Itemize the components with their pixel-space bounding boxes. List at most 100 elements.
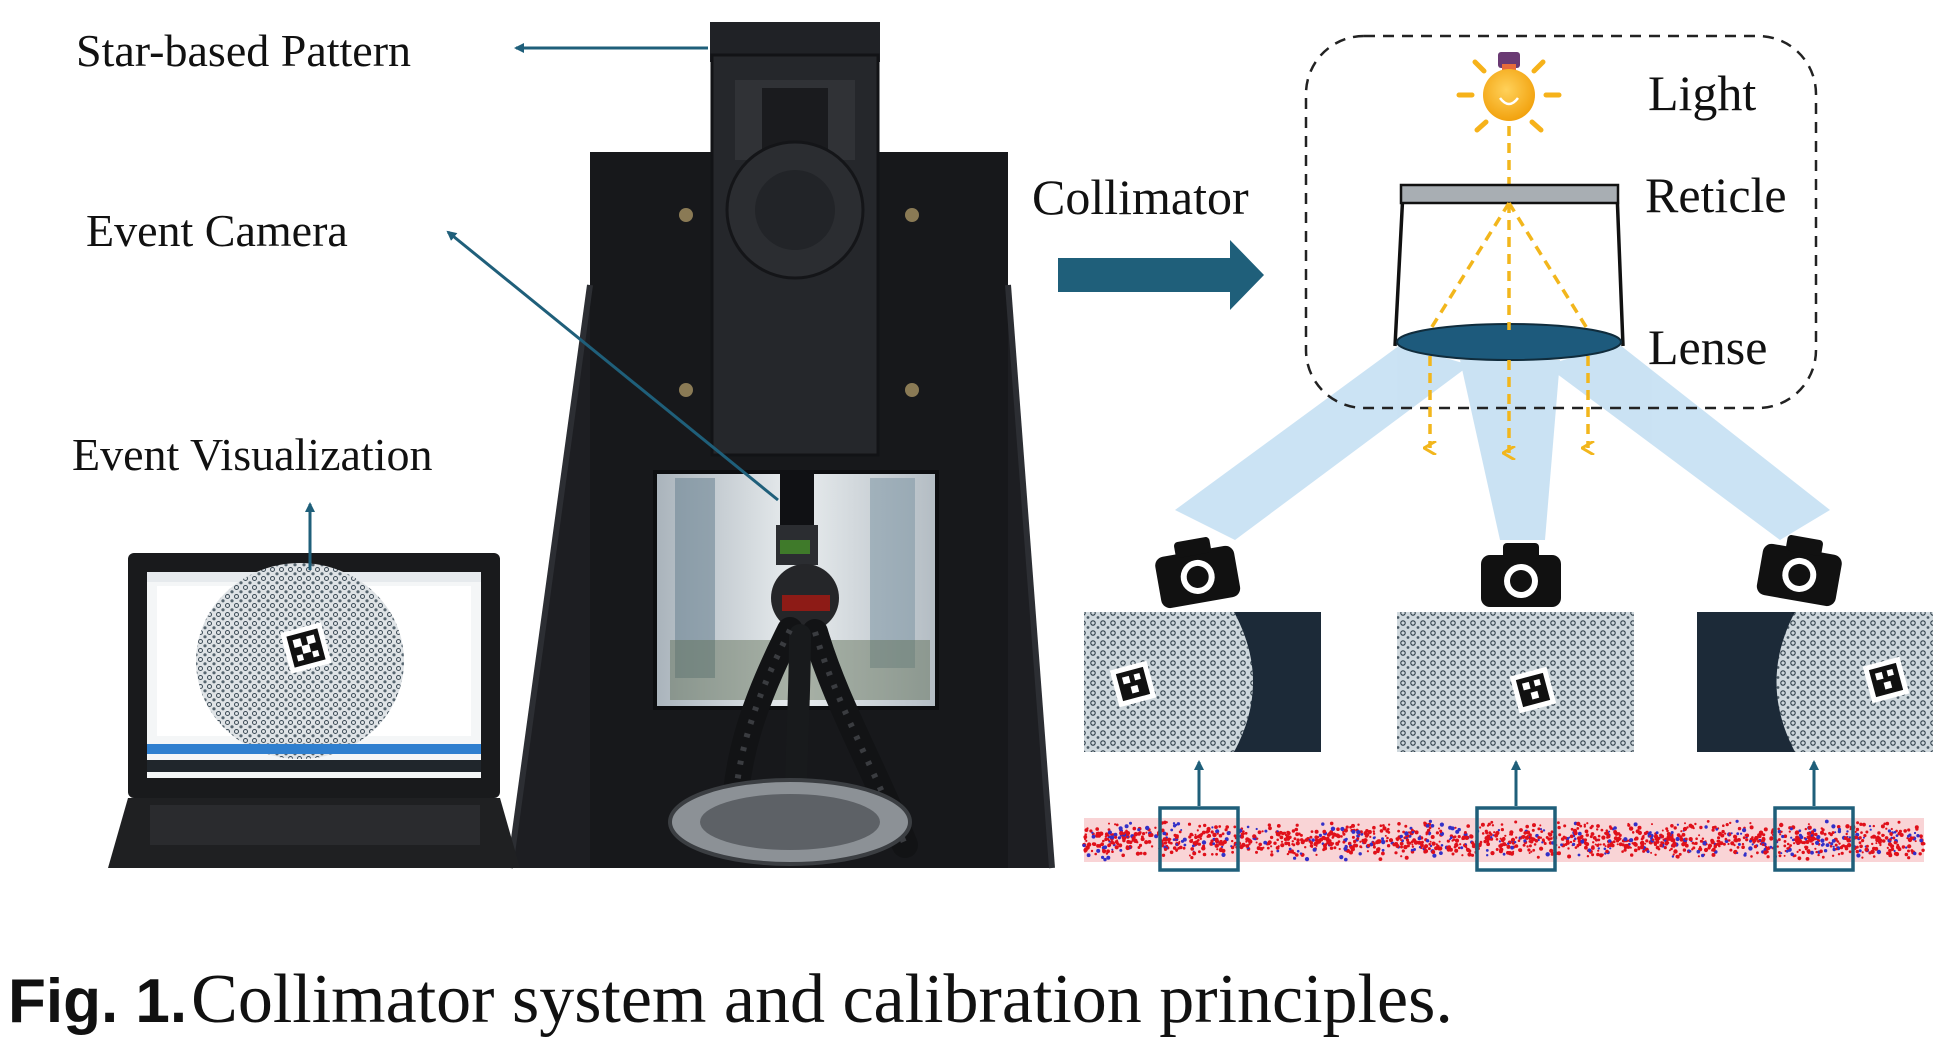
event-dot	[1534, 839, 1539, 843]
event-dot	[1742, 836, 1746, 840]
event-dot	[1270, 845, 1273, 848]
event-dot	[1912, 836, 1915, 839]
event-dot	[1484, 829, 1488, 833]
event-dot	[1655, 831, 1659, 835]
event-dot	[1198, 824, 1202, 828]
event-dot	[1405, 838, 1410, 842]
event-dot	[1333, 846, 1337, 850]
event-dot	[1399, 841, 1404, 846]
event-dot	[1863, 834, 1867, 838]
event-dot	[1366, 833, 1370, 837]
event-dot	[1396, 838, 1399, 841]
event-dot	[1854, 830, 1857, 834]
event-dot	[1584, 845, 1588, 850]
event-dot	[1082, 843, 1086, 848]
event-dot	[1745, 838, 1749, 842]
event-dot	[1486, 834, 1491, 838]
event-dot	[1914, 840, 1917, 843]
event-dot	[1495, 830, 1500, 836]
event-dot	[1567, 854, 1572, 859]
event-dot	[1315, 853, 1318, 857]
event-dot	[1372, 845, 1376, 849]
event-dot	[1385, 839, 1389, 843]
event-dot	[1609, 847, 1612, 850]
event-dot	[1596, 824, 1600, 828]
event-dot	[1165, 821, 1168, 824]
event-dot	[1601, 853, 1604, 856]
event-dot	[1392, 842, 1396, 847]
event-dot	[1102, 848, 1105, 852]
event-dot	[1375, 840, 1380, 845]
event-dot	[1843, 836, 1848, 840]
event-dot	[1255, 841, 1258, 844]
event-dot	[1794, 830, 1800, 835]
event-dot	[1096, 848, 1101, 853]
event-dot	[1692, 846, 1696, 850]
event-dot	[1831, 824, 1836, 829]
event-dot	[1318, 833, 1322, 838]
event-dot	[1091, 834, 1096, 839]
event-dot	[1094, 852, 1097, 856]
event-dot	[1138, 843, 1143, 848]
event-dot	[1653, 834, 1659, 839]
event-dot	[1438, 846, 1443, 851]
event-dot	[1390, 842, 1393, 845]
event-dot	[1762, 838, 1766, 841]
event-dot	[1463, 831, 1467, 834]
event-dot	[1660, 834, 1665, 839]
event-dot	[1855, 827, 1860, 832]
event-dot	[1811, 838, 1815, 842]
event-dot	[1522, 843, 1526, 847]
event-dot	[1783, 834, 1788, 838]
event-dot	[1876, 849, 1882, 855]
event-dot	[1560, 843, 1563, 847]
event-dot	[1500, 828, 1504, 832]
event-dot	[1214, 825, 1218, 829]
event-dot	[1465, 847, 1470, 852]
event-dot	[1845, 824, 1850, 829]
event-dot	[1194, 835, 1198, 840]
event-dot	[1162, 837, 1167, 842]
event-dot	[1722, 842, 1726, 846]
event-dot	[1430, 835, 1435, 839]
event-dot	[1861, 856, 1864, 859]
event-dot	[1209, 841, 1214, 846]
event-dot	[1208, 835, 1212, 838]
event-dot	[1106, 849, 1110, 854]
event-dot	[1609, 826, 1613, 830]
event-dot	[1543, 842, 1547, 845]
event-dot	[1686, 826, 1689, 829]
event-dot	[1439, 822, 1444, 827]
aruco-marker	[280, 622, 332, 674]
event-dot	[1125, 829, 1128, 833]
event-dot	[1388, 823, 1391, 826]
event-dot	[1490, 820, 1494, 824]
event-dot	[1114, 823, 1117, 826]
event-dot	[1400, 855, 1403, 858]
event-dot	[1399, 834, 1404, 839]
event-dot	[1296, 841, 1300, 845]
event-dot	[1549, 848, 1554, 853]
event-dot	[1454, 848, 1459, 853]
event-camera-arrow	[446, 230, 779, 502]
event-dot	[1788, 846, 1791, 849]
event-dot	[1604, 831, 1607, 835]
event-dot	[1519, 828, 1523, 832]
event-dot	[1211, 853, 1214, 856]
event-dot	[1651, 823, 1653, 826]
event-dot	[1381, 848, 1385, 852]
event-dot	[1439, 851, 1443, 855]
event-dot	[1329, 821, 1334, 826]
event-dot	[1907, 849, 1910, 853]
event-dot	[1349, 845, 1353, 849]
event-dot	[1597, 849, 1600, 852]
event-dot	[1241, 830, 1245, 833]
event-dot	[1248, 839, 1253, 844]
event-dot	[1728, 833, 1732, 836]
event-dot	[1417, 836, 1422, 841]
event-dot	[1769, 836, 1774, 841]
event-dot	[1167, 840, 1171, 844]
event-dot	[1836, 825, 1841, 829]
event-dot	[1912, 851, 1917, 856]
event-dot	[1573, 831, 1578, 836]
